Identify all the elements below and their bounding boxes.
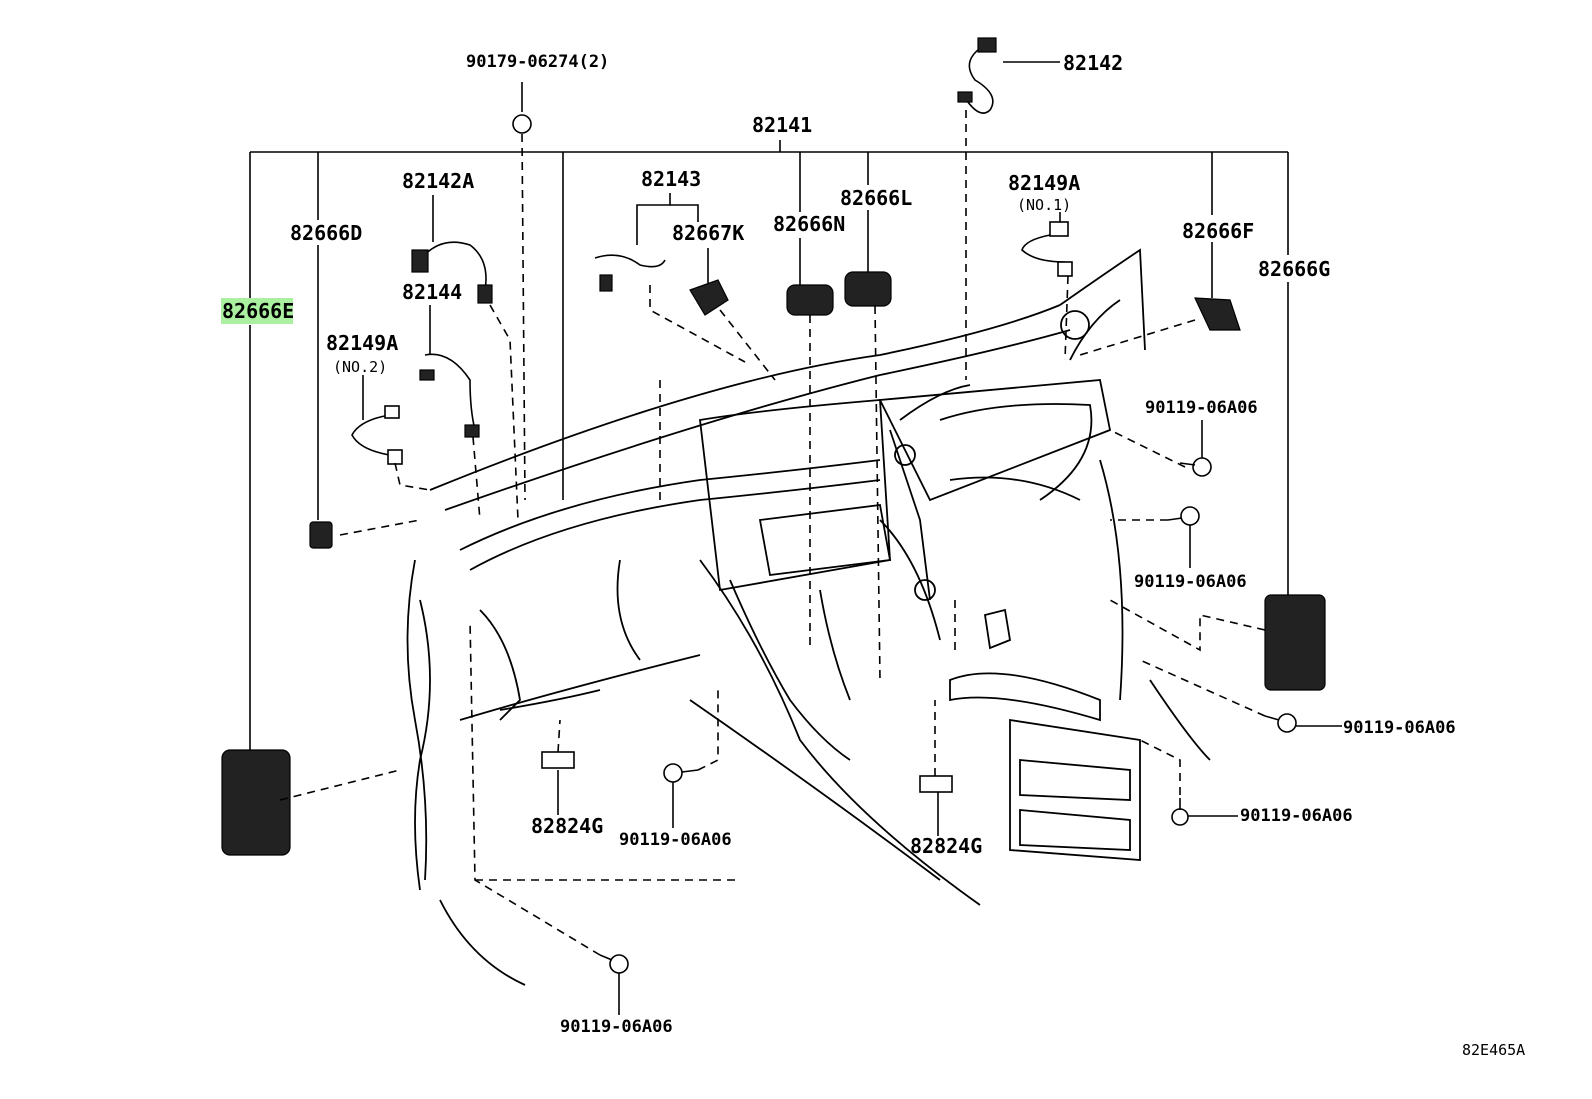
label-82149a-left[interactable]: 82149A (326, 331, 398, 355)
bolt-shape-bottom (609, 954, 629, 974)
label-82667k[interactable]: 82667K (672, 221, 744, 245)
bolt-shape-right-mid (1180, 506, 1200, 526)
bolt-shape-right-upper (1192, 457, 1212, 477)
label-82666n[interactable]: 82666N (773, 212, 845, 236)
label-82149a-right[interactable]: 82149A (1008, 171, 1080, 195)
label-bolt-right-bottom[interactable]: 90119-06A06 (1240, 806, 1353, 826)
label-82824g-left[interactable]: 82824G (531, 814, 603, 838)
label-bolt-right-mid[interactable]: 90119-06A06 (1134, 572, 1247, 592)
labels: 90179-06274(2) 82142 82141 82142A 82666D… (222, 51, 1525, 1059)
label-bolt-right-upper[interactable]: 90119-06A06 (1145, 398, 1258, 418)
bolt-shape-center (663, 763, 683, 783)
label-bolt-center[interactable]: 90119-06A06 (619, 830, 732, 850)
part-82666e-shape (221, 749, 291, 856)
leader-lines (249, 61, 1342, 1015)
components (221, 37, 1326, 974)
assembly-lines (279, 110, 1266, 956)
label-82141[interactable]: 82141 (752, 113, 812, 137)
label-82666f[interactable]: 82666F (1182, 219, 1254, 243)
label-82666g[interactable]: 82666G (1258, 257, 1330, 281)
holder-82666l-shape (844, 271, 892, 307)
label-82142[interactable]: 82142 (1063, 51, 1123, 75)
clamp-82824g-right-shape (919, 775, 953, 793)
bolt-shape-right-lower (1277, 713, 1297, 733)
holder-82666n-shape (786, 284, 834, 316)
holder-82666f-shape (1194, 297, 1241, 331)
note-no2: (NO.2) (333, 358, 387, 376)
label-82666d[interactable]: 82666D (290, 221, 362, 245)
highlight-82666e (221, 298, 293, 324)
label-bolt-bottom[interactable]: 90119-06A06 (560, 1017, 673, 1037)
clip-90179-shape (512, 114, 532, 134)
clamp-82824g-left-shape (541, 751, 575, 769)
holder-82666g-shape (1264, 594, 1326, 691)
diagram-code: 82E465A (1462, 1041, 1525, 1059)
wire-82149a-no1-shape (1021, 234, 1066, 263)
note-no1: (NO.1) (1017, 196, 1071, 214)
wire-82143-shape (594, 254, 666, 268)
label-82144[interactable]: 82144 (402, 280, 462, 304)
label-82666l[interactable]: 82666L (840, 186, 912, 210)
wire-82144-shape (424, 353, 476, 431)
holder-82667k-shape (689, 279, 729, 316)
wire-82149a-no2-shape (351, 414, 391, 456)
label-82824g-right[interactable]: 82824G (910, 834, 982, 858)
label-bolt-right-lower[interactable]: 90119-06A06 (1343, 718, 1456, 738)
holder-82666d-shape (309, 521, 333, 549)
bolt-shape-right-bottom (1171, 808, 1189, 826)
wire-82142-shape (964, 44, 994, 114)
label-clip-top[interactable]: 90179-06274(2) (466, 52, 609, 72)
label-82142a[interactable]: 82142A (402, 169, 474, 193)
label-82143[interactable]: 82143 (641, 167, 701, 191)
label-82666e[interactable]: 82666E (222, 299, 294, 323)
wire-82142a-shape (419, 241, 487, 291)
dashboard-outline (406, 248, 1211, 986)
